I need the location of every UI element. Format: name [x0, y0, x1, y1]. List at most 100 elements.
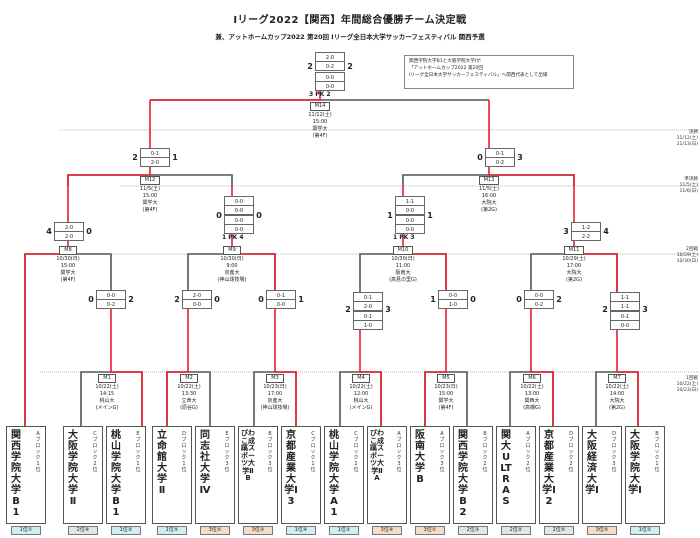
team-name: 関西学院大学B1 — [11, 430, 21, 518]
match-venue: 阪南大 — [395, 270, 411, 276]
team-card: 京都産業大学Ⅰ2 Dブロック2位 — [539, 426, 579, 524]
score-left: 0 — [88, 295, 94, 304]
team-card: 同志社大学Ⅳ Eブロック3位 — [195, 426, 235, 524]
team-block: Bブロック3位 — [267, 431, 273, 473]
team-card: びわこ成蹊スポーツ大学ⅡA Aブロック3位 — [367, 426, 407, 524]
match-number: M11 — [563, 246, 585, 255]
match-field: (第2G) — [566, 277, 582, 283]
round-date: 11/5(土) — [679, 183, 699, 188]
match-number: M4 — [352, 374, 370, 383]
score-m6: 0 0-0 0-2 2 — [514, 290, 564, 314]
score-m13: 0 0-1 0-2 3 — [475, 148, 525, 172]
team-card: 阪南大学B Aブロック3位 — [410, 426, 450, 524]
match-field: (神山球技場) — [217, 277, 247, 283]
winner-line-m4 — [359, 300, 382, 426]
match-number: M5 — [437, 374, 455, 383]
pk-right: 4 — [239, 234, 244, 241]
team-block: Aブロック2位 — [525, 431, 531, 473]
score-right: 0 — [86, 227, 92, 236]
match-field: (原谷G) — [180, 405, 198, 411]
match-date: 10/23(日) — [434, 384, 458, 390]
score-extra: 1-0 — [353, 320, 383, 330]
team-block: Cブロック2位 — [92, 431, 98, 473]
match-time: 15:00 — [438, 391, 454, 397]
match-time: 14:15 — [99, 391, 115, 397]
score-half: 2-2 — [571, 231, 601, 241]
score-left: 2 — [602, 305, 608, 314]
team-name: 大阪学院大学Ⅰ — [628, 430, 642, 496]
match-venue: 桃山大 — [353, 398, 369, 404]
team-name: 桃山学院大学A1 — [329, 430, 339, 518]
match-date: 10/22(土) — [177, 384, 201, 390]
team-card: 大阪学院大学Ⅰ Bブロック1位 — [625, 426, 665, 524]
team-name: 大阪経済大学Ⅰ — [585, 430, 599, 496]
score-right: 1 — [172, 153, 178, 162]
match-time: 9:00 — [226, 263, 238, 269]
winner-line-m6 — [530, 300, 554, 426]
score-half: 0-0 — [395, 205, 425, 215]
team-card: 桃山学院大学A1 Cブロック2位 — [324, 426, 364, 524]
match-date: 11/5(土) — [139, 186, 161, 192]
match-date: 10/23(日) — [263, 384, 287, 390]
score-final: 2 2-0 0-2 0-0 0-0 2 3 PK 2 — [305, 52, 355, 98]
match-number: M12 — [139, 176, 161, 185]
team-name: 大阪学院大学Ⅱ — [68, 430, 78, 507]
pk-score: 1 PK 3 — [393, 234, 415, 242]
match-m9: M9 10/30(日) 9:00 京産大 (神山球技場) — [204, 246, 260, 284]
team-card: 京都産業大学Ⅰ3 Cブロック1位 — [281, 426, 321, 524]
match-m8: M8 10/30(日) 15:00 関学大 (第4F) — [43, 246, 93, 284]
seed-badge: 2位③ — [458, 526, 488, 535]
note-line: Iリーグ全日本大学サッカーフェスティバル」へ関西代表として出場 — [409, 73, 548, 78]
team-block: Bブロック2位 — [482, 431, 488, 473]
seed-badge: 1位③ — [329, 526, 359, 535]
match-number: M7 — [608, 374, 626, 383]
page-title: Iリーグ2022【関西】年間総合優勝チーム決定戦 — [233, 15, 467, 26]
match-field: (第4F) — [312, 133, 328, 139]
seed-badge: 1位① — [11, 526, 41, 535]
match-m7: M7 10/22(土) 14:00 大院大 (第2G) — [597, 374, 637, 412]
match-number: M2 — [180, 374, 198, 383]
score-half: 0-0 — [224, 205, 254, 215]
team-card: 関大ULTRAS Aブロック2位 — [496, 426, 536, 524]
team-name: 関大ULTRAS — [500, 430, 512, 507]
score-left: 2 — [345, 305, 351, 314]
match-number: M8 — [59, 246, 77, 255]
match-field: (第2G) — [609, 405, 625, 411]
score-half: 0-2 — [485, 157, 515, 167]
match-field: (メインG) — [349, 405, 373, 411]
team-block: Aブロック3位 — [439, 431, 445, 473]
score-left: 4 — [46, 227, 52, 236]
winner-line-m5 — [424, 300, 447, 426]
team-name: 京都産業大学Ⅰ2 — [542, 430, 556, 507]
seed-badge: 1位④ — [286, 526, 316, 535]
score-m12: 2 0-1 2-0 1 — [130, 148, 180, 172]
seed-badge: 1位⑤ — [157, 526, 187, 535]
match-venue: 桃山大 — [99, 398, 115, 404]
score-half: 0-0 — [266, 299, 296, 309]
match-venue: 大院大 — [481, 200, 497, 206]
round-date: 10/22(土) — [676, 382, 698, 387]
winner-line-m13 — [488, 100, 575, 186]
match-time: 13:00 — [524, 391, 540, 397]
match-field: (第4F) — [438, 405, 454, 411]
pk-left: 1 — [222, 234, 227, 241]
score-right: 0 — [256, 211, 262, 220]
seed-badge: 2位② — [501, 526, 531, 535]
match-m5: M5 10/23(日) 15:00 関学大 (第4F) — [426, 374, 466, 412]
match-m2: M2 10/22(土) 13:30 立命大 (原谷G) — [170, 374, 208, 412]
team-card: 関西学院大学B1 Aブロック1位 — [6, 426, 46, 524]
winner-line-m1 — [110, 300, 143, 426]
seed-badge: 3位⑤ — [587, 526, 617, 535]
team-block: Dブロック3位 — [611, 431, 617, 473]
match-time: 17:00 — [566, 263, 582, 269]
score-right: 3 — [642, 305, 648, 314]
match-m3: M3 10/23(日) 17:00 京産大 (神山球技場) — [254, 374, 296, 412]
score-left: 3 — [563, 227, 569, 236]
score-m1: 0 0-0 0-2 2 — [86, 290, 136, 314]
match-date: 11/12(土) — [308, 112, 332, 118]
score-half: 1-1 — [610, 301, 640, 311]
team-block: Aブロック1位 — [35, 431, 41, 473]
score-half: 0-2 — [96, 299, 126, 309]
team-name: 関西学院大学B2 — [458, 430, 468, 518]
